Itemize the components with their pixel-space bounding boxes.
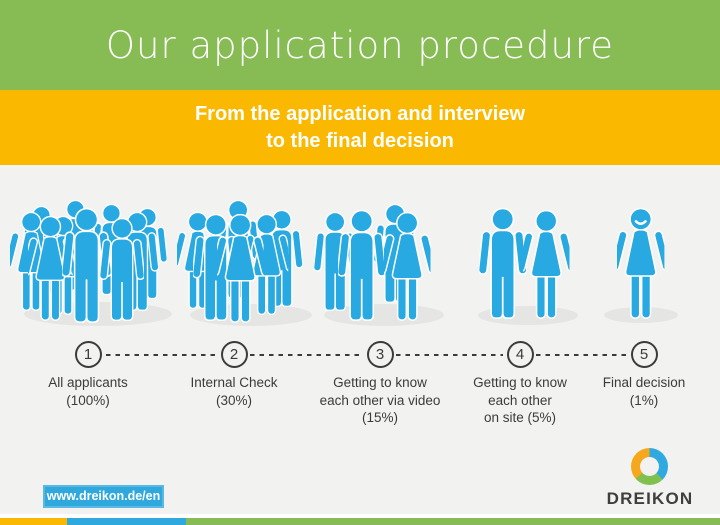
header-banner: Our application procedure — [0, 0, 720, 90]
step-label-5: Final decision (1%) — [602, 375, 686, 408]
step-number-badge-3: 3 — [366, 341, 394, 368]
website-link-button[interactable]: www.dreikon.de/en — [43, 485, 164, 508]
footer-stripe-yellow — [0, 518, 67, 525]
footer-stripe-blue — [67, 518, 186, 525]
step-number-badge-1: 1 — [74, 341, 102, 368]
dashed-connector — [396, 354, 503, 356]
step-number-badge-4: 4 — [506, 341, 534, 368]
applicant-group-internal-check — [177, 200, 303, 323]
subtitle-band: From the application and interview to th… — [0, 90, 720, 165]
page-title: Our application procedure — [105, 23, 615, 67]
step-label-4: Getting to know each other on site (5%) — [473, 375, 567, 425]
group-shadow — [604, 307, 678, 323]
dashed-connector — [250, 354, 363, 356]
dreikon-logo-icon — [631, 448, 668, 485]
footer-stripe — [0, 518, 720, 525]
step-number-badge-2: 2 — [220, 341, 248, 368]
step-label-2: Internal Check (30%) — [190, 375, 278, 408]
subtitle-text: From the application and interview to th… — [194, 102, 526, 152]
step-number-badge-5: 5 — [630, 341, 658, 368]
applicant-group-final-decision — [617, 208, 665, 319]
step-label-3: Getting to know each other via video (15… — [319, 375, 441, 425]
step-label-1: All applicants (100%) — [48, 375, 128, 408]
applicant-group-on-site — [479, 208, 570, 319]
applicant-group-all-applicants — [10, 200, 167, 323]
dreikon-logo: DREIKON — [604, 448, 696, 508]
dashed-connector — [536, 354, 627, 356]
applicant-group-video-interview — [314, 204, 431, 321]
dashed-connector — [106, 354, 217, 356]
dreikon-brand-name: DREIKON — [606, 489, 694, 508]
footer-stripe-green — [186, 518, 720, 525]
